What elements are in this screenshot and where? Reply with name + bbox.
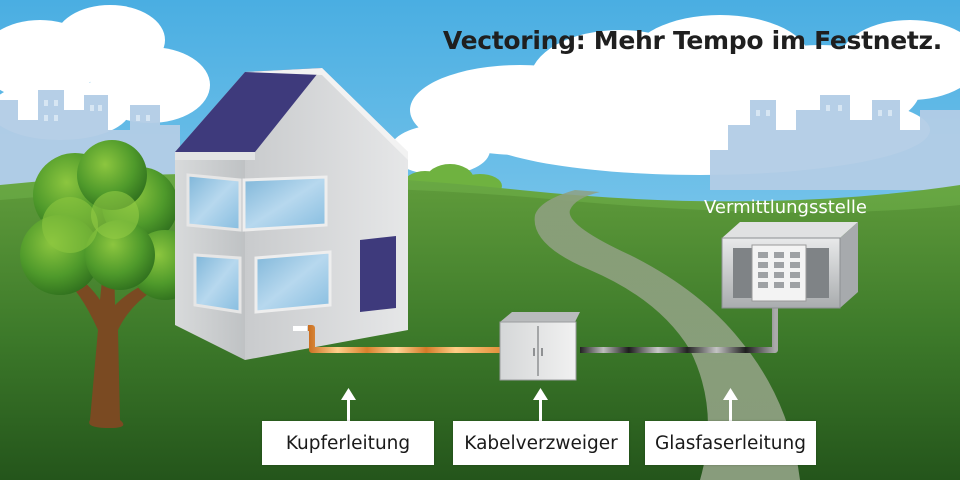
cabinet [499,312,580,381]
exchange-label: Vermittlungsstelle [704,197,867,218]
copper-cable [308,325,505,353]
page-title: Vectoring: Mehr Tempo im Festnetz. [442,26,942,55]
arrow-cabinet-icon [533,388,548,421]
arrow-fiber-icon [723,388,738,421]
arrow-copper-icon [341,388,356,421]
clouds [0,5,960,175]
fiber-cable [580,305,778,353]
footpath [534,190,800,480]
exchange-building [721,222,858,309]
cabinet-label: Kabelverzweiger [453,421,629,465]
city-windows [44,100,892,121]
fiber-cable-label: Glasfaserleitung [645,421,816,465]
house [175,68,408,360]
copper-cable-label: Kupferleitung [262,421,434,465]
